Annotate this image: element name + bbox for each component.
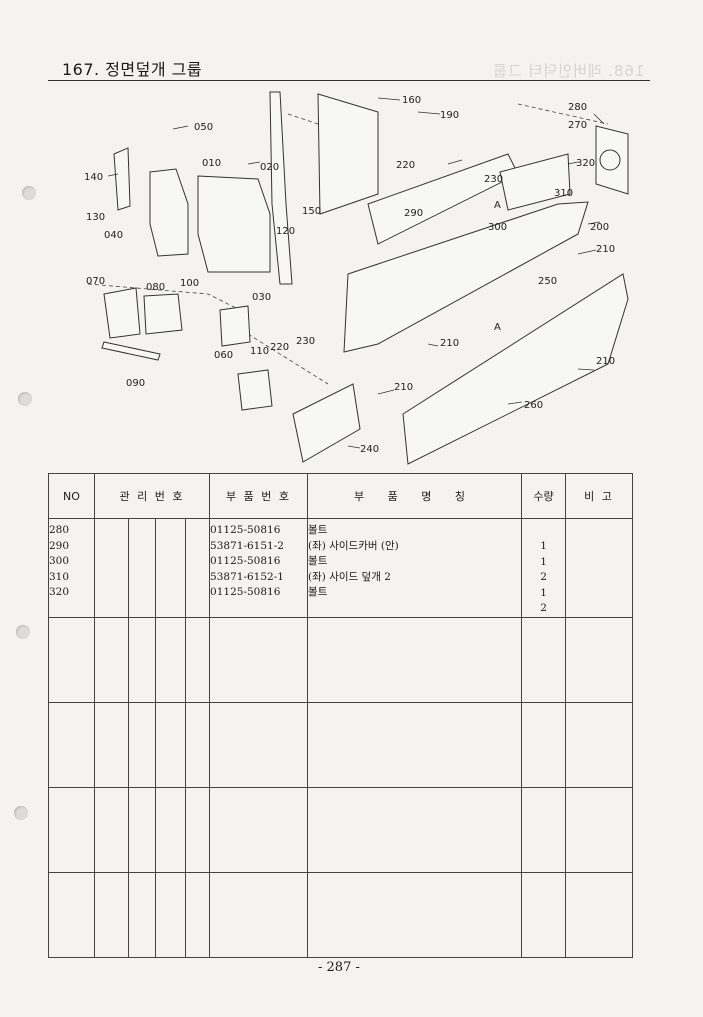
title-rule bbox=[48, 80, 650, 81]
label-010: 010 bbox=[202, 158, 221, 169]
row-no: 320 bbox=[49, 586, 70, 598]
table-row-group: 280 290 300 310 320 01125-50816 53871-61… bbox=[48, 518, 634, 618]
row-part-name: 볼트 bbox=[308, 586, 328, 598]
row-part-name: 볼트 bbox=[308, 555, 328, 567]
header-quantity: 수량 bbox=[521, 473, 567, 519]
label-240: 240 bbox=[360, 444, 379, 455]
row-part-name: 볼트 bbox=[308, 524, 328, 536]
part-060-bracket bbox=[219, 305, 251, 347]
part-140-bracket bbox=[113, 147, 131, 211]
label-320: 320 bbox=[576, 158, 595, 169]
label-060: 060 bbox=[214, 350, 233, 361]
label-260: 260 bbox=[524, 400, 543, 411]
label-110: 110 bbox=[250, 346, 269, 357]
binder-hole-middle bbox=[18, 392, 32, 406]
part-010-cover bbox=[197, 175, 271, 273]
part-150-bracket bbox=[269, 91, 293, 285]
page-title: 167. 정면덮개 그룹 bbox=[62, 60, 203, 79]
label-220: 220 bbox=[396, 160, 415, 171]
row-quantity: 2 bbox=[540, 602, 547, 614]
label-210-d: 210 bbox=[394, 382, 413, 393]
label-140: 140 bbox=[84, 172, 103, 183]
table-row-empty bbox=[48, 701, 634, 788]
row-part-number: 01125-50816 bbox=[210, 586, 281, 598]
row-part-name: (좌) 사이드 덮개 2 bbox=[308, 570, 391, 583]
label-210-b: 210 bbox=[440, 338, 459, 349]
label-a-upper: A bbox=[494, 200, 501, 211]
label-220-lower: 220 bbox=[270, 342, 289, 353]
part-070-plate bbox=[103, 287, 141, 339]
label-230: 230 bbox=[484, 174, 503, 185]
row-quantity: 1 bbox=[540, 586, 547, 599]
part-080-plate bbox=[143, 293, 183, 335]
label-120: 120 bbox=[276, 226, 295, 237]
header-remarks: 비 고 bbox=[565, 473, 634, 519]
row-no: 290 bbox=[49, 539, 70, 552]
label-080: 080 bbox=[146, 282, 165, 293]
row-part-number: 53871-6151-2 bbox=[210, 539, 284, 552]
header-management-number: 관 리 번 호 bbox=[93, 473, 211, 519]
table-row-empty bbox=[48, 616, 634, 703]
part-panel bbox=[317, 93, 379, 215]
label-160: 160 bbox=[402, 95, 421, 106]
label-040: 040 bbox=[104, 230, 123, 241]
bleed-through-title: 168. 레버인덕터 그룹 bbox=[492, 62, 645, 80]
label-200: 200 bbox=[590, 222, 609, 233]
label-280: 280 bbox=[568, 102, 587, 113]
binder-hole-bottom bbox=[14, 806, 28, 820]
label-050: 050 bbox=[194, 122, 213, 133]
table-row-empty bbox=[48, 786, 634, 873]
row-no: 300 bbox=[49, 555, 70, 567]
label-270: 270 bbox=[568, 120, 587, 131]
row-part-name: (좌) 사이드카버 (안) bbox=[308, 539, 399, 552]
label-290: 290 bbox=[404, 208, 423, 219]
exploded-parts-diagram: 160 190 280 270 050 140 010 020 220 230 … bbox=[84, 91, 629, 465]
table-header-row: NO 관 리 번 호 부 품 번 호 부 품 명 칭 수량 비 고 bbox=[48, 473, 634, 519]
part-200-front-cover bbox=[343, 201, 589, 353]
binder-hole-top bbox=[22, 186, 36, 200]
row-no: 310 bbox=[49, 570, 70, 583]
label-150: 150 bbox=[302, 206, 321, 217]
label-020: 020 bbox=[260, 162, 279, 173]
part-260-lower-cover bbox=[402, 273, 629, 465]
label-090: 090 bbox=[126, 378, 145, 389]
label-230-lower: 230 bbox=[296, 336, 315, 347]
row-quantity: 2 bbox=[540, 571, 547, 583]
binder-hole-lower bbox=[16, 625, 30, 639]
row-no: 280 bbox=[49, 524, 70, 536]
label-210-a: 210 bbox=[596, 244, 615, 255]
label-100: 100 bbox=[180, 278, 199, 289]
row-part-number: 01125-50816 bbox=[210, 524, 281, 536]
row-quantity: 1 bbox=[540, 555, 547, 568]
table-row-empty bbox=[48, 871, 634, 958]
label-210-c: 210 bbox=[596, 356, 615, 367]
part-240-cover bbox=[292, 383, 361, 463]
page-number: - 287 - bbox=[318, 960, 360, 975]
row-part-number: 53871-6152-1 bbox=[210, 570, 284, 583]
label-310: 310 bbox=[554, 188, 573, 199]
row-quantity: 1 bbox=[540, 540, 547, 552]
label-300: 300 bbox=[488, 222, 507, 233]
header-no: NO bbox=[48, 473, 95, 519]
label-250: 250 bbox=[538, 276, 557, 287]
label-190: 190 bbox=[440, 110, 459, 121]
label-030: 030 bbox=[252, 292, 271, 303]
label-070: 070 bbox=[86, 276, 105, 287]
parts-table: NO 관 리 번 호 부 품 번 호 부 품 명 칭 수량 비 고 280 29… bbox=[48, 473, 634, 958]
label-130: 130 bbox=[86, 212, 105, 223]
part-090-bar bbox=[101, 341, 161, 361]
part-040-side-cover bbox=[149, 168, 189, 257]
row-part-number: 01125-50816 bbox=[210, 555, 281, 567]
label-a-lower: A bbox=[494, 322, 501, 333]
part-310-side-cover bbox=[499, 153, 571, 211]
header-part-number: 부 품 번 호 bbox=[209, 473, 309, 519]
part-lower-bracket bbox=[237, 369, 273, 411]
header-part-name: 부 품 명 칭 bbox=[307, 473, 523, 519]
part-280-plate bbox=[595, 125, 629, 195]
